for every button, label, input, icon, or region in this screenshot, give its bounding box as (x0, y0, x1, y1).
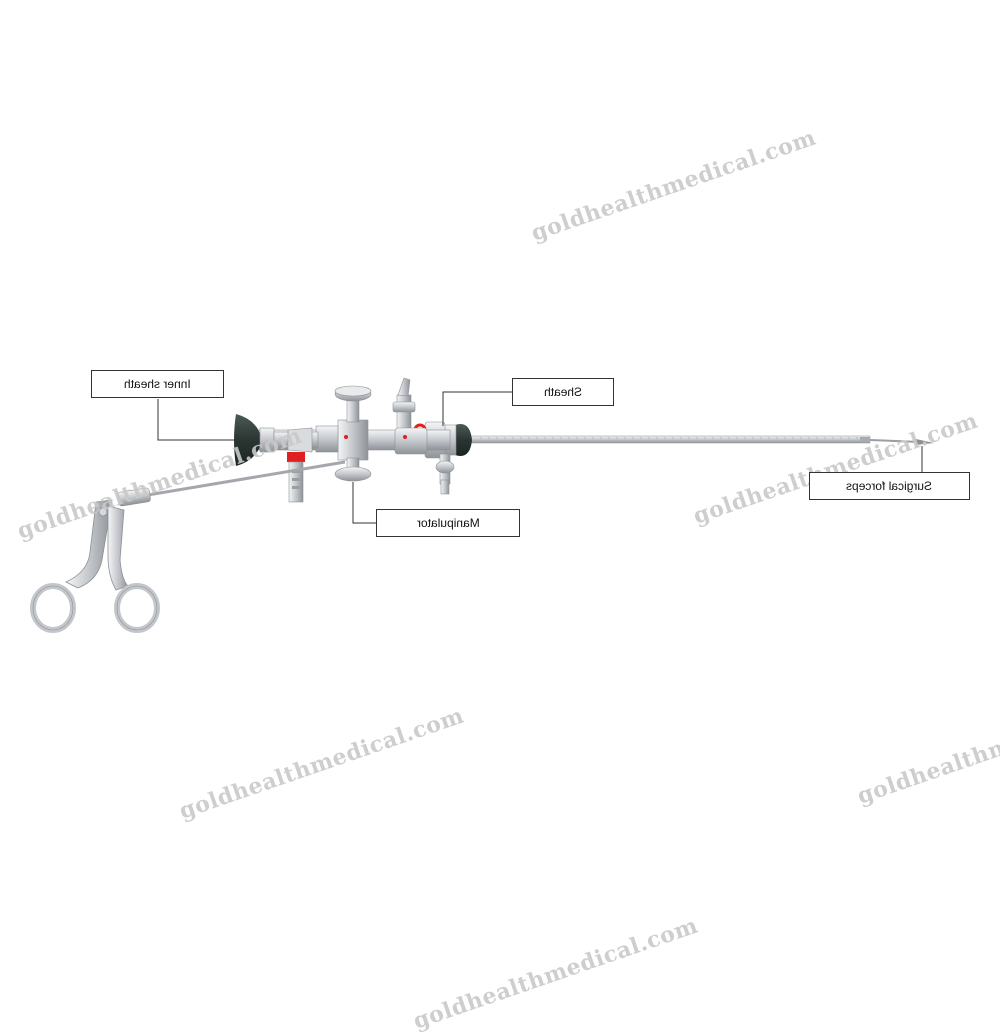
forceps-handle (30, 499, 160, 633)
inner-sheath-port (287, 452, 305, 503)
leader-inner-sheath (157, 399, 236, 441)
label-inner-sheath: Inner sheath (91, 370, 224, 398)
label-surgical-forceps-text: Surgical forceps (846, 479, 933, 493)
leader-manipulator (352, 482, 377, 524)
label-sheath-text: Sheath (543, 385, 583, 399)
sheath-shaft (469, 435, 871, 444)
leader-lines (157, 391, 923, 524)
label-manipulator-text: Manipulator (416, 516, 480, 530)
leader-sheath (442, 391, 512, 426)
label-sheath: Sheath (512, 378, 614, 406)
forceps-tip (869, 439, 934, 445)
label-surgical-forceps: Surgical forceps (809, 472, 970, 500)
endoscope-diagram (30, 377, 934, 633)
sheath-stopcock (392, 377, 416, 431)
inner-sheath-eyepiece (234, 414, 319, 466)
top-valve-knob (334, 385, 372, 423)
label-inner-sheath-text: Inner sheath (124, 377, 191, 391)
sheath-lower-port (435, 453, 455, 495)
label-manipulator: Manipulator (376, 509, 520, 537)
forceps-shaft (117, 460, 346, 507)
manipulator-wheel (334, 457, 372, 482)
